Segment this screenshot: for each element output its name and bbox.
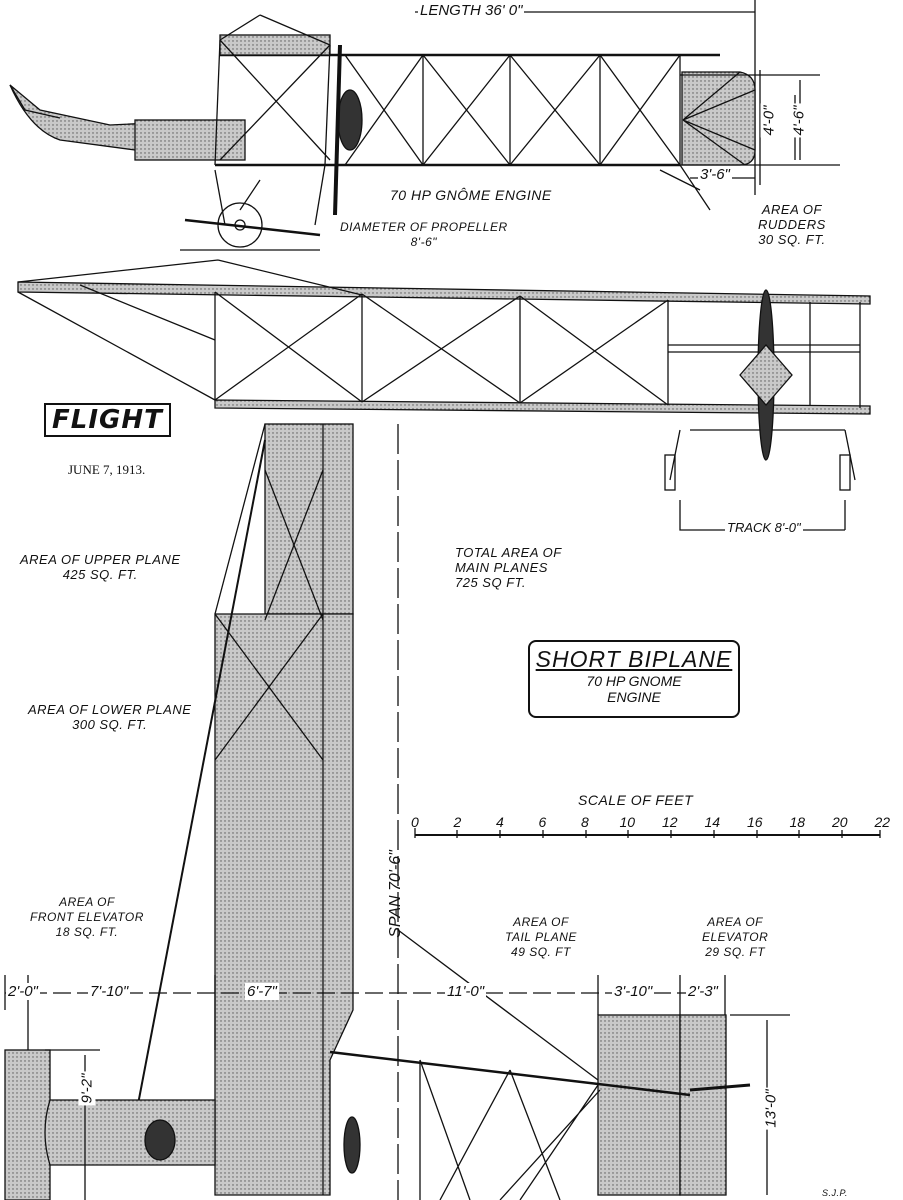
total-plane-area: TOTAL AREA OF MAIN PLANES 725 SQ FT.: [455, 545, 562, 590]
upper-plane-value: 425 SQ. FT.: [62, 567, 138, 582]
scale-tick-6: 6: [538, 814, 547, 830]
scale-tick-2: 2: [453, 814, 462, 830]
tail-plane-label-line1: AREA OF: [513, 915, 569, 929]
front-elevator-label-line1: AREA OF: [59, 895, 115, 909]
scale-tick-22: 22: [874, 814, 891, 830]
propeller-label: DIAMETER OF PROPELLER 8'-6": [340, 220, 508, 250]
rudder-height-outer: 4'-6": [790, 103, 808, 138]
propeller-diameter: 8'-6": [410, 235, 438, 249]
dim-wing-to-tail: 11'-0": [445, 983, 487, 1000]
front-elevator-area: AREA OF FRONT ELEVATOR 18 SQ. FT.: [30, 895, 144, 940]
subtitle-line1: 70 HP GNOME: [586, 673, 682, 689]
elevator-label-line2: ELEVATOR: [702, 930, 769, 944]
lower-plane-label: AREA OF LOWER PLANE: [28, 702, 192, 717]
dim-elevator-chord: 2'-3": [686, 983, 720, 1000]
dim-nose-to-wing: 7'-10": [88, 983, 131, 1000]
engine-label: 70 HP GNÔME ENGINE: [390, 187, 552, 203]
span-dimension: SPAN 70'-6": [386, 850, 404, 938]
rudder-area-label: AREA OF RUDDERS 30 SQ. FT.: [758, 202, 826, 247]
dim-tail-plane-chord: 3'-10": [612, 983, 655, 1000]
scale-tick-18: 18: [789, 814, 806, 830]
drawing-title: SHORT BIPLANE: [535, 646, 733, 672]
scale-tick-14: 14: [704, 814, 721, 830]
scale-tick-8: 8: [581, 814, 589, 830]
scale-bar: [414, 828, 881, 838]
rudder-area-value: 30 SQ. FT.: [758, 232, 826, 247]
front-elevator-label-line2: FRONT ELEVATOR: [30, 910, 144, 924]
drawing-subtitle: 70 HP GNOME ENGINE: [530, 673, 738, 705]
lower-plane-value: 300 SQ. FT.: [72, 717, 148, 732]
tail-plane-value: 49 SQ. FT: [511, 945, 571, 959]
scale-tick-16: 16: [747, 814, 763, 830]
tail-span: 13'-0": [762, 1087, 780, 1130]
plan-view: [4, 423, 790, 1200]
publication-date: JUNE 7, 1913.: [68, 462, 146, 477]
title-box: SHORT BIPLANE 70 HP GNOME ENGINE: [528, 640, 740, 718]
scale-tick-12: 12: [662, 814, 678, 830]
side-view: [9, 0, 840, 251]
scale-label: SCALE OF FEET: [578, 792, 694, 808]
scale-tick-10: 10: [619, 814, 636, 830]
dim-front-elevator-chord: 2'-0": [6, 983, 40, 1000]
track-dimension: TRACK 8'-0": [725, 520, 803, 535]
propeller-label-text: DIAMETER OF PROPELLER: [340, 220, 508, 234]
flight-logo: FLIGHT: [44, 403, 171, 437]
upper-plane-label: AREA OF UPPER PLANE: [20, 552, 181, 567]
tail-plane-area: AREA OF TAIL PLANE 49 SQ. FT: [505, 915, 577, 960]
front-view: [17, 259, 871, 531]
lower-plane-area: AREA OF LOWER PLANE 300 SQ. FT.: [28, 702, 191, 732]
scale-tick-0: 0: [411, 814, 419, 830]
total-label-line2: MAIN PLANES: [455, 560, 548, 575]
tail-plane-label-line2: TAIL PLANE: [505, 930, 577, 944]
elevator-label-line1: AREA OF: [707, 915, 763, 929]
elevator-area: AREA OF ELEVATOR 29 SQ. FT: [702, 915, 768, 960]
front-elevator-value: 18 SQ. FT.: [55, 925, 119, 939]
rudder-label-line2: RUDDERS: [758, 217, 826, 232]
rudder-chord: 3'-6": [698, 166, 732, 183]
upper-plane-area: AREA OF UPPER PLANE 425 SQ. FT.: [20, 552, 181, 582]
dim-wing-chord: 6'-7": [245, 983, 279, 1000]
length-dimension: LENGTH 36' 0": [418, 2, 525, 19]
scale-tick-20: 20: [832, 814, 848, 830]
rudder-height-inner: 4'-0": [760, 103, 778, 138]
subtitle-line2: ENGINE: [607, 689, 661, 705]
scale-tick-4: 4: [496, 814, 504, 830]
total-label-line1: TOTAL AREA OF: [455, 545, 562, 560]
signature: S.J.P.: [822, 1188, 848, 1198]
front-elevator-span: 9'-2": [78, 1071, 96, 1106]
rudder-label-line1: AREA OF: [761, 202, 822, 217]
elevator-value: 29 SQ. FT: [705, 945, 766, 959]
total-area-value: 725 SQ FT.: [455, 575, 526, 590]
